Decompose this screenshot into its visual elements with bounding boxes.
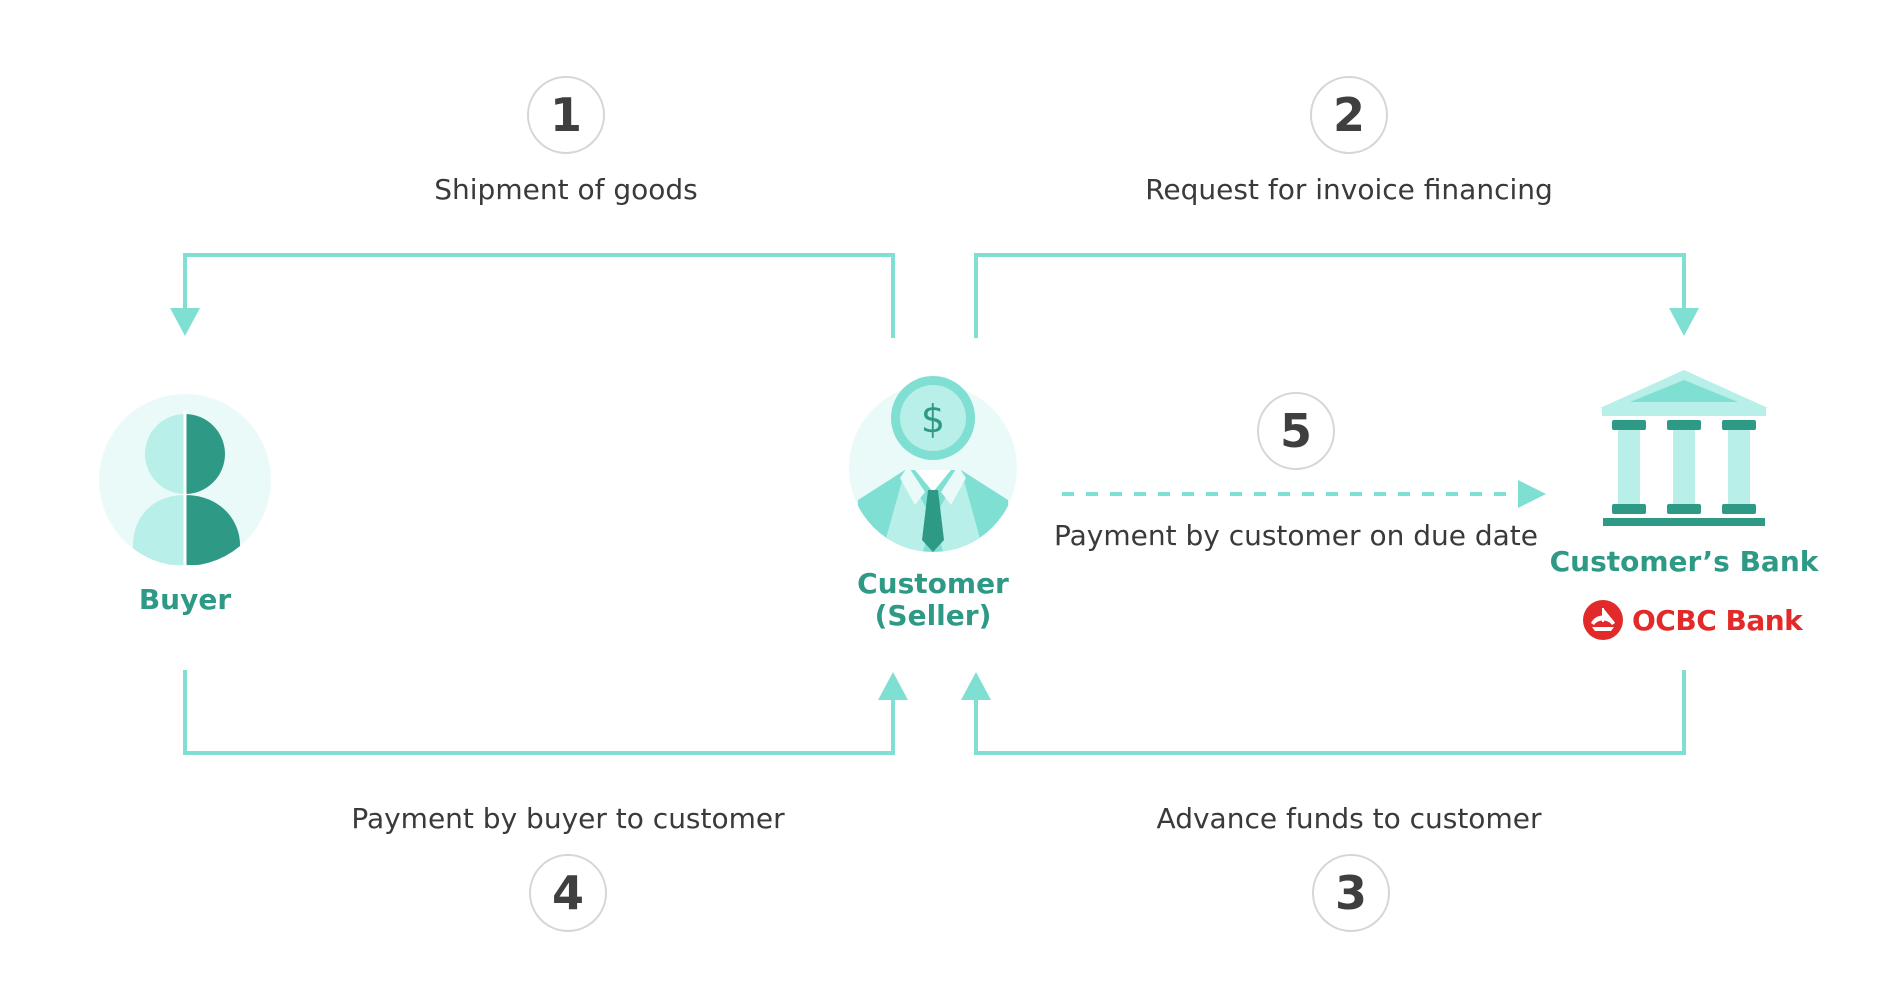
step-4-badge: 4 bbox=[529, 854, 607, 932]
bank-building-icon bbox=[1600, 370, 1768, 526]
customer-label-line1: Customer bbox=[857, 567, 1009, 600]
customer-label: Customer (Seller) bbox=[783, 568, 1083, 632]
arrowhead-request bbox=[1669, 308, 1699, 336]
ocbc-logo-icon bbox=[1583, 600, 1623, 640]
ocbc-logo-text: OCBC Bank bbox=[1632, 603, 1803, 637]
step-3-badge: 3 bbox=[1312, 854, 1390, 932]
arrowhead-payment-buyer bbox=[878, 672, 908, 700]
person-icon bbox=[99, 394, 271, 566]
arrow-advance bbox=[974, 670, 1686, 755]
arrow-payment-buyer bbox=[183, 670, 895, 755]
ocbc-logo: OCBC Bank bbox=[1582, 599, 1803, 641]
businessman-dollar-icon: $ bbox=[849, 376, 1017, 552]
step-5-badge: 5 bbox=[1257, 392, 1335, 470]
arrow-shipment bbox=[183, 253, 895, 338]
customer-label-line2: (Seller) bbox=[874, 599, 992, 632]
step-5-label: Payment by customer on due date bbox=[1053, 519, 1539, 552]
step-2-badge: 2 bbox=[1310, 76, 1388, 154]
buyer-label: Buyer bbox=[138, 583, 232, 616]
step-1-label: Shipment of goods bbox=[434, 173, 698, 206]
bank-label: Customer’s Bank bbox=[1549, 545, 1819, 578]
step-3-label: Advance funds to customer bbox=[1156, 802, 1542, 835]
step-2-label: Request for invoice financing bbox=[1145, 173, 1553, 206]
step-1-badge: 1 bbox=[527, 76, 605, 154]
arrow-request bbox=[974, 253, 1686, 338]
arrowhead-advance bbox=[961, 672, 991, 700]
arrowhead-shipment bbox=[170, 308, 200, 336]
arrowhead-due-date bbox=[1518, 480, 1546, 508]
svg-text:$: $ bbox=[921, 397, 945, 441]
step-4-label: Payment by buyer to customer bbox=[351, 802, 785, 835]
